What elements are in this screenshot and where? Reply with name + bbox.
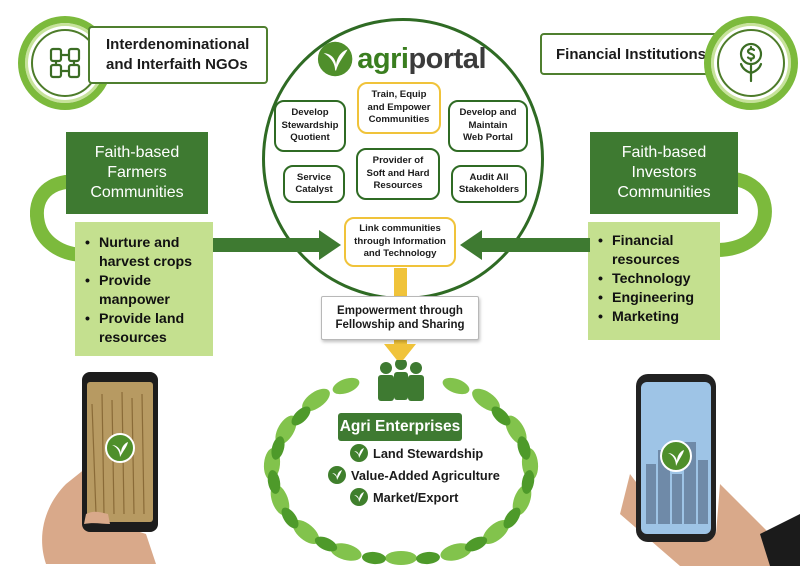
agriportal-logo-text-agri: agri — [357, 42, 409, 75]
hands-icon — [49, 47, 81, 79]
financial-label-box: Financial Institutions — [540, 33, 720, 75]
leaf-wreath — [263, 360, 539, 565]
enterprise-item-market: Market/Export — [350, 488, 458, 506]
ngo-label-line1: Interdenominational — [106, 36, 250, 53]
ngo-label-line2: and Interfaith NGOs — [106, 56, 248, 73]
agriportal-logo-text-portal: portal — [408, 42, 486, 75]
financial-label: Financial Institutions — [556, 45, 707, 63]
money-plant-icon-ring — [704, 16, 798, 110]
investors-item-technology: Technology — [598, 270, 720, 289]
leaf-icon — [350, 444, 368, 462]
down-arrow-head — [384, 344, 416, 364]
leaf-icon — [328, 466, 346, 484]
left-arrow — [213, 230, 341, 260]
enterprise-item-land: Land Stewardship — [350, 444, 483, 462]
right-arrow — [460, 230, 590, 260]
investors-item-marketing: Marketing — [598, 308, 720, 327]
agri-enterprises-title: Agri Enterprises — [338, 413, 462, 441]
left-phone-image — [42, 372, 158, 564]
community-people-icon — [378, 360, 424, 401]
right-loop-connector — [715, 171, 772, 257]
leaf-icon — [350, 488, 368, 506]
ngo-label-box: Interdenominational and Interfaith NGOs — [88, 26, 268, 84]
enterprise-item-value-added: Value-Added Agriculture — [328, 466, 500, 484]
right-phone-image — [620, 374, 800, 566]
investors-item-engineering: Engineering — [598, 289, 720, 308]
agriportal-logo-icon — [317, 41, 353, 77]
left-loop-connector — [30, 175, 86, 262]
money-plant-icon — [739, 42, 763, 83]
